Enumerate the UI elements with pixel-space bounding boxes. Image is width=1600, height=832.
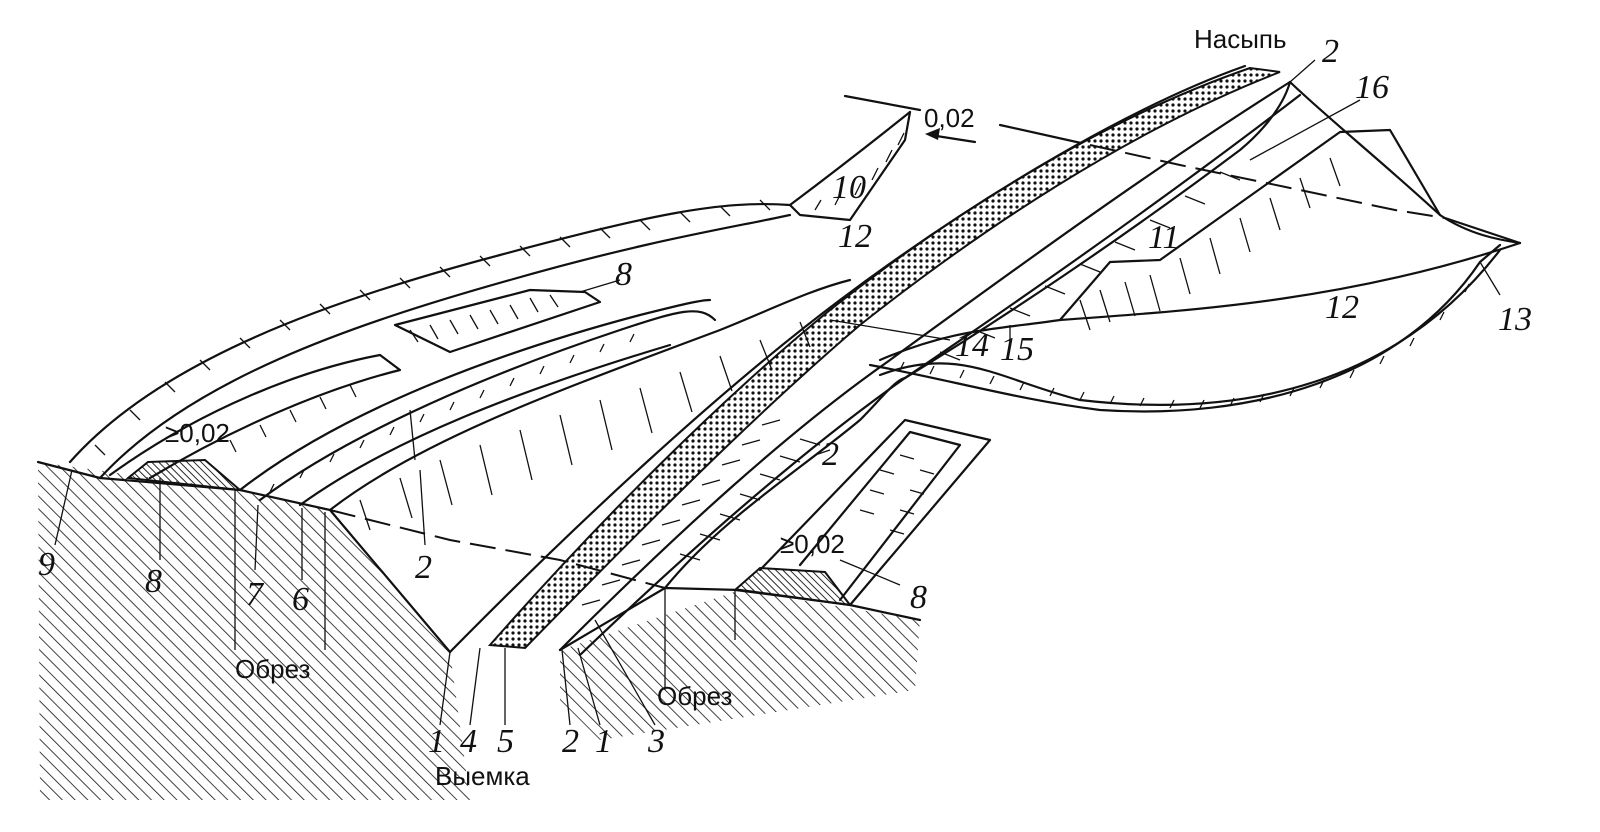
reserve-pit-12 [878, 241, 1522, 362]
spoil-bank-left-section [125, 458, 244, 492]
embankment-left-ticks [939, 171, 1241, 361]
spoil-bank-right-inner [798, 430, 962, 602]
cut-slope-left-berm [258, 310, 717, 502]
num-6: 6 [292, 581, 309, 618]
num-2-cut-left: 2 [415, 549, 432, 586]
num-9: 9 [38, 546, 55, 583]
spoil-bank-right-ticks [859, 454, 935, 535]
label-slope-top: 0,02 [924, 103, 975, 133]
num-1-left: 1 [428, 723, 445, 760]
track-right-edge [558, 80, 1292, 652]
top-slope-arrowhead [925, 128, 940, 140]
top-cross-line-right [998, 123, 1092, 147]
num-8-right: 8 [910, 579, 927, 616]
num-16: 16 [1355, 69, 1389, 106]
num-7: 7 [246, 576, 265, 613]
embankment-left-slope [903, 80, 1292, 380]
num-4: 4 [460, 723, 477, 760]
bank-13 [868, 243, 1502, 413]
spoil-bank-8-top [393, 288, 602, 354]
ground-section-right [560, 590, 920, 740]
label-obrez-right: Обрез [657, 681, 732, 711]
num-14: 14 [955, 327, 989, 364]
spoil-bank-8-left [108, 353, 402, 480]
ditch-10-ticks [814, 132, 905, 211]
spoil-bank-right-plan [758, 418, 992, 607]
side-ditch-line-a [238, 298, 712, 492]
num-2-top: 2 [1322, 33, 1339, 70]
embankment-right-top [1288, 80, 1522, 245]
num-12-right: 12 [1325, 289, 1359, 326]
cut-slope-left-ticks [359, 321, 811, 531]
cut-slope-right-ticks [679, 438, 821, 561]
cut-slope-right-edge [663, 376, 907, 590]
num-15: 15 [1000, 331, 1034, 368]
num-2-cut-right: 2 [822, 436, 839, 473]
spoil-bank-8-top-ticks [409, 294, 559, 343]
top-cross-line [843, 94, 922, 112]
embankment-section-line-end [1443, 216, 1522, 245]
label-vyemka: Выемка [435, 761, 530, 791]
num-12-left: 12 [838, 218, 872, 255]
num-13: 13 [1498, 301, 1532, 338]
num-8-left: 8 [145, 563, 162, 600]
spoil-bank-right-section [732, 566, 853, 607]
label-nasyp: Насыпь [1194, 24, 1287, 54]
left-outer-edge [68, 110, 912, 464]
left-outer-edge-inner [98, 213, 792, 480]
num-5: 5 [497, 723, 514, 760]
num-3: 3 [647, 723, 665, 760]
num-10: 10 [832, 169, 866, 206]
left-outer-ticks [94, 199, 771, 456]
track-slope-ticks [581, 419, 781, 606]
side-ditch-line-b [298, 343, 672, 507]
ditch-10 [788, 110, 912, 222]
num-1-right: 1 [595, 723, 612, 760]
side-ditch-ticks [269, 333, 635, 493]
berm-11-ticks [1079, 157, 1341, 331]
bank-13-ticks [899, 283, 1470, 409]
label-slope-left: ≥0,02 [165, 418, 230, 448]
cut-slope-left-top [328, 278, 852, 512]
label-obrez-left: Обрез [235, 654, 310, 684]
embankment-section-line [1089, 144, 1446, 219]
track-left-edge [448, 64, 1247, 654]
num-8-top: 8 [615, 256, 632, 293]
leader-lines [54, 59, 1501, 726]
num-11: 11 [1148, 219, 1179, 256]
spoil-bank-8-left-ticks [229, 384, 357, 453]
cut-section-line [329, 509, 666, 589]
subgrade-shoulder [578, 93, 1302, 657]
ground-section-left [38, 462, 470, 800]
label-slope-right: ≥0,02 [780, 529, 845, 559]
ballast-prism [487, 66, 1281, 650]
num-2-bottom: 2 [562, 723, 579, 760]
berm-11-outline [1058, 128, 1442, 322]
